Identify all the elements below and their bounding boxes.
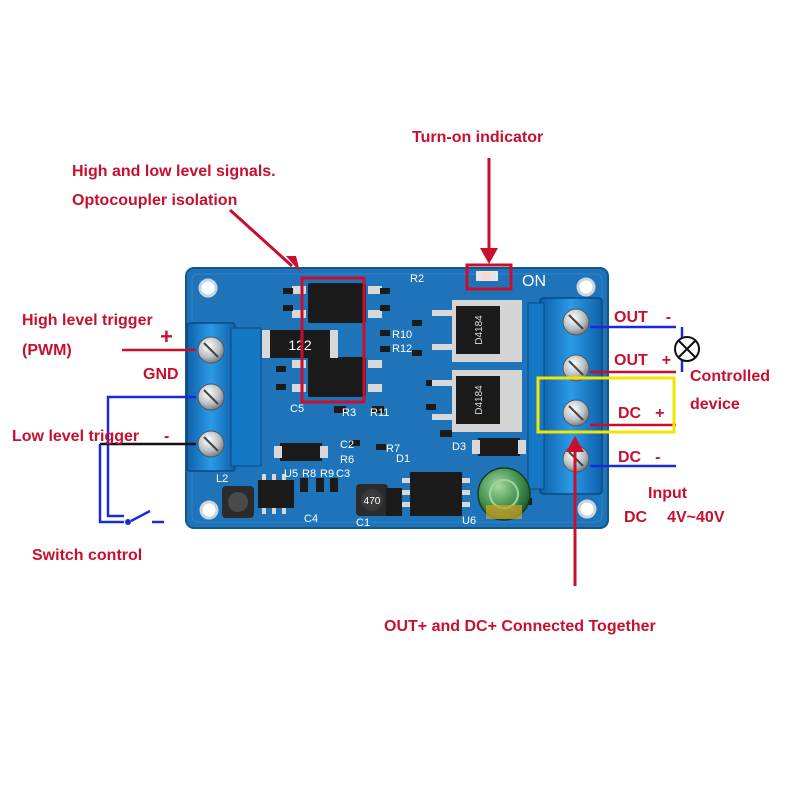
signals-label-line1: High and low level signals. [72, 163, 276, 180]
dc-minus-sign: - [655, 449, 661, 466]
inductor-470: 470 [356, 484, 388, 516]
out-plus-sign: + [661, 352, 672, 369]
controlled-device-label-1: Controlled [690, 368, 770, 385]
controlled-device-label-2: device [690, 396, 740, 413]
connected-together-label: OUT+ and DC+ Connected Together [384, 618, 656, 635]
silk-u5: U5 [284, 468, 298, 480]
silk-r10: R10 [392, 329, 412, 341]
dc-minus-label: DC- [618, 450, 660, 466]
low-level-trigger-label: Low level trigger [12, 428, 140, 445]
led-indicator [476, 271, 498, 281]
optocoupler-1 [292, 283, 382, 323]
mosfet-1-label: D4184 [474, 315, 485, 345]
silk-c3: C3 [336, 468, 350, 480]
dc-plus-text: DC [618, 405, 642, 422]
mounting-hole [198, 278, 218, 298]
silk-c2: C2 [340, 439, 354, 451]
mosfet-2: D4184 [432, 370, 522, 432]
mosfet-2-label: D4184 [474, 385, 485, 415]
silk-c1: C1 [356, 517, 370, 529]
mounting-hole [576, 277, 596, 297]
silk-c5: C5 [290, 403, 304, 415]
dc-plus-label: DC + [618, 406, 664, 422]
optocoupler-highlight-box [300, 276, 366, 404]
trigger-minus-label: - [164, 428, 170, 445]
silk-on: ON [522, 273, 546, 290]
dc-plus-highlight-box [536, 376, 676, 434]
gnd-label: GND [143, 366, 179, 383]
silk-u6: U6 [462, 515, 476, 527]
optocoupler-2 [292, 357, 382, 397]
switch-lever [130, 509, 151, 523]
inductor-470-label: 470 [364, 496, 381, 507]
input-terminal-block [186, 322, 262, 472]
signals-label-line2: Optocoupler isolation [72, 192, 238, 209]
silkscreen: ON R2 R10 R12 R3 R11 C5 C2 R6 R7 D1 D3 U… [216, 273, 546, 529]
input-range-text: 4V~40V [667, 509, 725, 526]
silk-l2: L2 [216, 473, 228, 485]
out-plus-text: OUT [614, 352, 648, 369]
turn-on-indicator-label: Turn-on indicator [412, 129, 544, 146]
silk-r6: R6 [340, 454, 354, 466]
silk-r2: R2 [410, 273, 424, 285]
lamp-symbol [674, 336, 700, 362]
out-plus-label: OUT + [614, 353, 671, 369]
silk-c4: C4 [304, 513, 318, 525]
out-minus-text: OUT [614, 309, 648, 326]
electrolytic-capacitor [477, 467, 531, 521]
ic-u6 [402, 472, 470, 516]
left-wiring [98, 348, 196, 525]
resistor-122: 122 [262, 330, 338, 358]
resistor-122-label: 122 [288, 337, 312, 353]
ic-u5 [258, 474, 294, 514]
switch-control-label: Switch control [32, 547, 143, 564]
annotation-arrows [228, 158, 584, 586]
mounting-hole [199, 500, 219, 520]
output-terminal-block [527, 297, 603, 495]
diode-ss [280, 443, 322, 461]
silk-r12: R12 [392, 343, 412, 355]
diode-d3 [478, 438, 520, 456]
silk-r3: R3 [342, 407, 356, 419]
dc-minus-text: DC [618, 449, 642, 466]
mosfet-1: D4184 [432, 300, 522, 362]
silk-r8: R8 [302, 468, 316, 480]
capacitor-c1 [386, 488, 402, 516]
mounting-hole [577, 499, 597, 519]
input-range-label: DC 4V~40V [624, 510, 725, 526]
silk-r9: R9 [320, 468, 334, 480]
switch-contact [125, 519, 131, 525]
out-minus-sign: - [665, 309, 672, 326]
input-dc-text: DC [624, 509, 648, 526]
silk-r11: R11 [370, 407, 389, 419]
dc-plus-sign: + [655, 405, 665, 422]
trigger-plus-label: + [160, 324, 173, 349]
high-level-trigger-label: High level trigger [22, 312, 153, 329]
inductor-l2 [222, 486, 254, 518]
silk-r7: R7 [386, 443, 400, 455]
out-minus-label: OUT- [614, 310, 671, 326]
silk-d1: D1 [396, 453, 410, 465]
pwm-label: (PWM) [22, 342, 72, 359]
silk-d3: D3 [452, 441, 466, 453]
input-label: Input [648, 485, 688, 502]
led-highlight-box [465, 263, 513, 291]
